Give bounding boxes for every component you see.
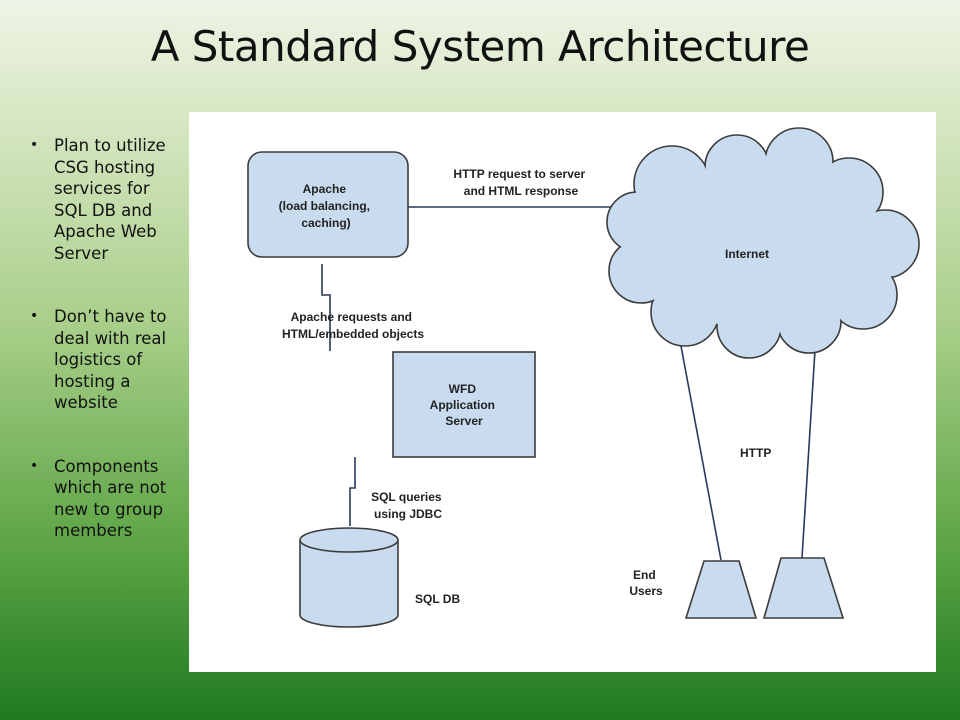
internet-label: Internet [725, 247, 769, 261]
wfd-server-node [392, 351, 536, 458]
cylinder-body [299, 540, 399, 628]
http-request-edge-label: HTTP request to server and HTML response [453, 167, 588, 198]
bullet-text: Plan to utilize CSG hosting services for… [54, 136, 166, 263]
bullet-list: • Plan to utilize CSG hosting services fo… [22, 135, 187, 582]
internet-cloud [606, 127, 920, 359]
bullet-icon: • [30, 308, 39, 324]
apache-node [247, 151, 409, 258]
edge-apache-wfd [321, 264, 331, 351]
architecture-diagram: Apache (load balancing, caching) WFD App… [247, 127, 920, 628]
wfd-label-line: WFD [449, 382, 477, 396]
end-users-label-line: End [633, 568, 656, 582]
edge-label-line: SQL queries [371, 490, 442, 504]
diagram-canvas: Apache (load balancing, caching) WFD App… [189, 112, 936, 672]
apache-requests-edge-label: Apache requests and HTML/embedded object… [282, 310, 424, 341]
slide-title: A Standard System Architecture [150, 22, 810, 71]
edge-internet-user1 [677, 329, 722, 561]
edge-label-line: HTTP request to server [453, 167, 585, 181]
edge-label-line: using JDBC [374, 507, 442, 521]
wfd-label: WFD Application Server [430, 382, 499, 428]
apache-label-line: Apache [303, 182, 347, 196]
edge-wfd-sqldb [349, 457, 356, 526]
bullet-item: • Components which are not new to group m… [22, 456, 187, 542]
bullet-icon: • [30, 137, 39, 153]
bullet-item: • Plan to utilize CSG hosting services fo… [22, 135, 187, 264]
http-edge-label: HTTP [740, 446, 771, 460]
apache-label: Apache (load balancing, caching) [279, 182, 374, 230]
sql-db-node [299, 527, 399, 628]
sql-queries-edge-label: SQL queries using JDBC [371, 490, 445, 521]
connectors [321, 206, 817, 561]
sql-db-label: SQL DB [415, 592, 460, 606]
wfd-label-line: Server [445, 414, 483, 428]
end-users-label-line: Users [629, 584, 663, 598]
end-user-terminal-icon [684, 560, 758, 619]
edge-internet-user2 [801, 333, 817, 559]
apache-label-line: (load balancing, [279, 199, 370, 213]
edge-label-line: HTML/embedded objects [282, 327, 424, 341]
cylinder-top [299, 527, 399, 553]
wfd-label-line: Application [430, 398, 495, 412]
edge-label-line: and HTML response [464, 184, 579, 198]
bullet-icon: • [30, 457, 39, 474]
end-user-terminal-icon [762, 557, 845, 619]
bullet-text: Components which are not new to group me… [54, 456, 167, 541]
apache-label-line: caching) [301, 216, 350, 230]
edge-label-line: Apache requests and [291, 310, 412, 324]
bullet-item: • Don’t have to deal with real logistics … [22, 306, 187, 414]
end-users-label: End Users [629, 568, 663, 598]
bullet-text: Don’t have to deal with real logistics o… [54, 307, 167, 412]
